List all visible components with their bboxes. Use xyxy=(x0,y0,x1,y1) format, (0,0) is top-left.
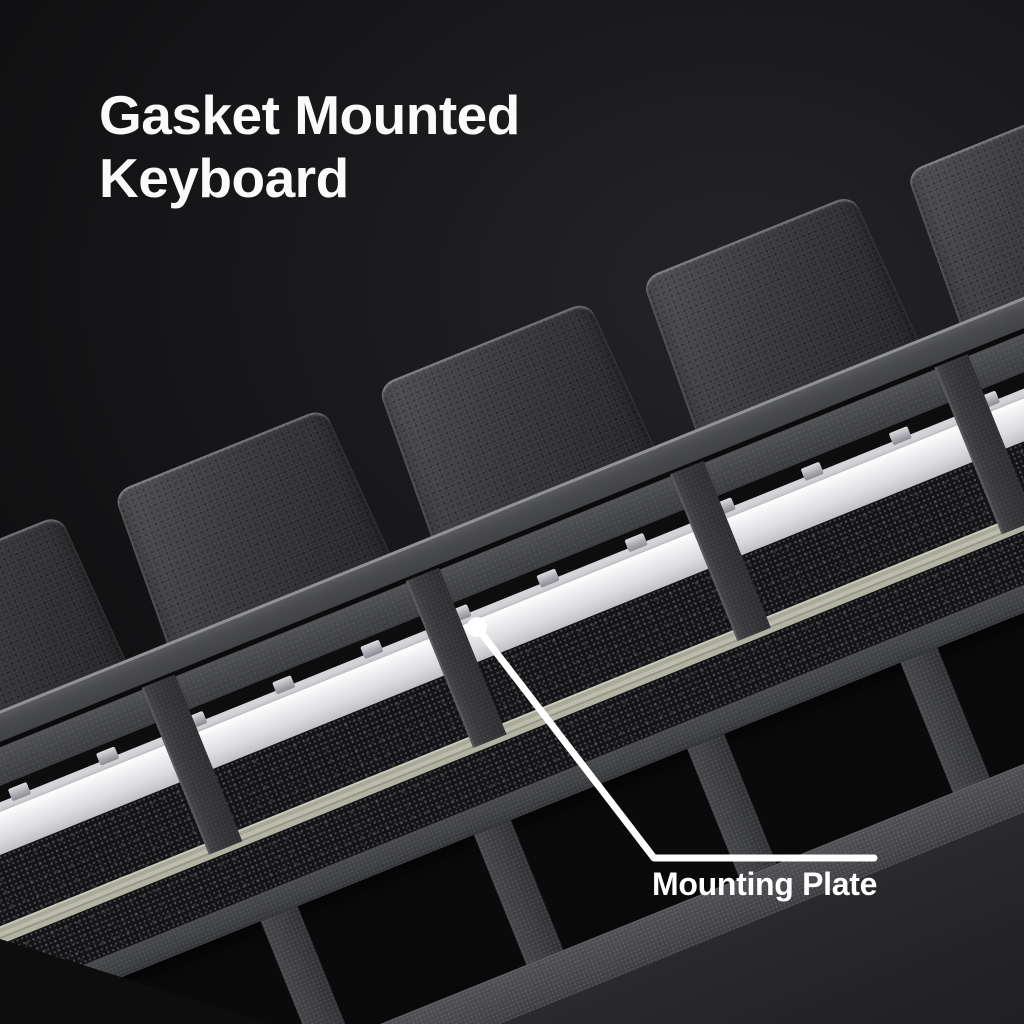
headline-line-2: Keyboard xyxy=(99,147,349,209)
case-rib xyxy=(687,733,777,879)
headline: Gasket Mounted Keyboard xyxy=(99,84,520,210)
case-rib xyxy=(260,906,351,1024)
callout-label: Mounting Plate xyxy=(652,866,878,902)
case-rib xyxy=(473,820,564,965)
headline-line-1: Gasket Mounted xyxy=(99,84,520,146)
case-rib xyxy=(900,647,990,793)
